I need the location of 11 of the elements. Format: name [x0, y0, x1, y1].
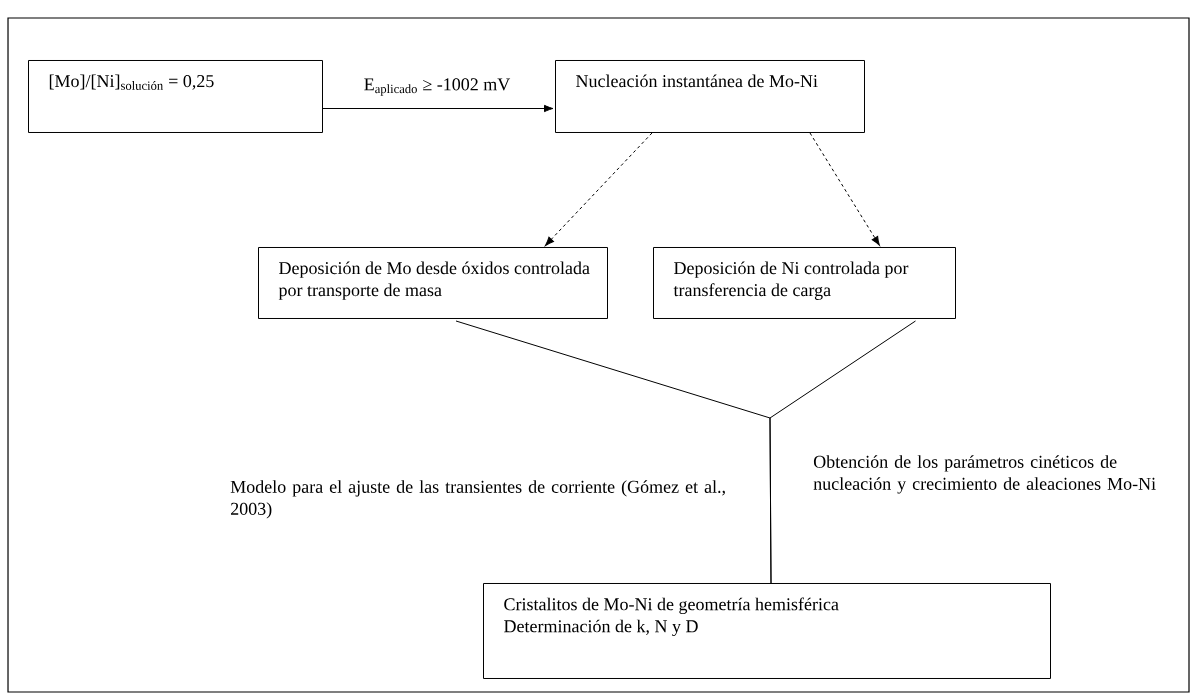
arrow [544, 132, 653, 246]
process-box: [Mo]/[Ni]$_{solución}$ = 0,25 [28, 60, 323, 133]
note-text: Modelo para el ajuste de las transientes de corriente (Gómez et al., 2003) [230, 480, 725, 519]
process-box: Nucleación instantánea de Mo-Ni [555, 60, 865, 133]
arrow [322, 104, 554, 113]
edge-label: E$_{aplicado}$ ≥ -1002 mV [362, 77, 512, 97]
process-box: Cristalitos de Mo-Ni de geometría hemisférica Determinación de k, N y D [483, 583, 1051, 679]
process-box: Deposición de Mo desde óxidos controlada por transporte de masa [258, 247, 608, 319]
arrow [809, 132, 880, 246]
process-box: Deposición de Ni controlada por transferencia de carga [653, 247, 956, 319]
note-text: Obtención de los parámetros cinéticos de nucleación y crecimiento de aleaciones Mo-Ni [813, 455, 1156, 494]
